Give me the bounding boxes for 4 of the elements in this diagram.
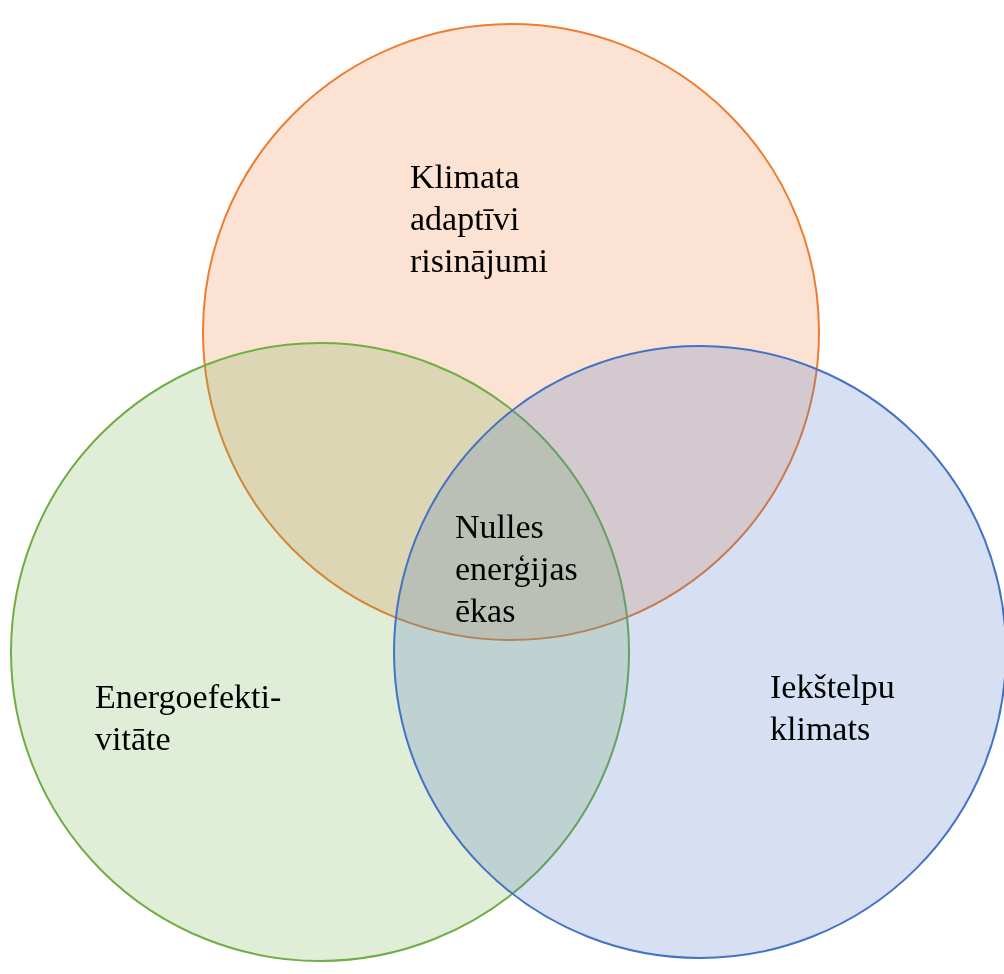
circle-label: Iekštelpu klimats xyxy=(770,667,896,749)
intersection-label: Nulles enerģijas ēkas xyxy=(455,507,579,631)
circle-label: Klimata adaptīvi risinājumi xyxy=(410,157,549,281)
circle-label: Energoefekti- vitāte xyxy=(95,677,283,759)
